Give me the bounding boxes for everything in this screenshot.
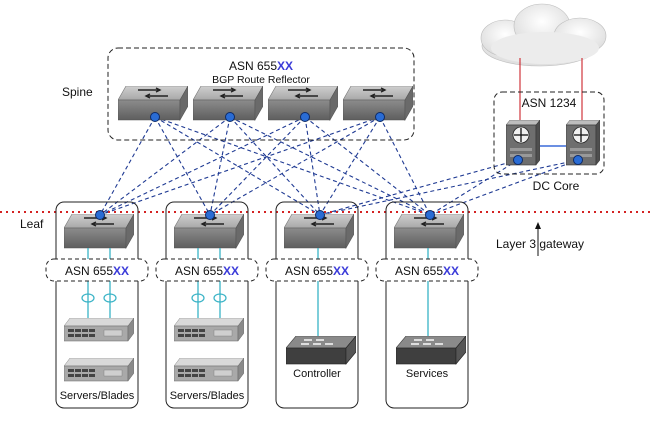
spine-port-dot [375,112,385,122]
spine-leaf-link [304,116,431,216]
core-leaf-link [319,159,519,216]
spine-leaf-link [154,116,321,216]
spine-boundary [107,47,415,141]
core-port-dot [513,155,523,165]
leaf-asn-prefix: ASN 655 [175,264,223,278]
spine-asn-suffix: XX [277,59,293,73]
spine-leaf-link [99,116,381,216]
dc-core-boundary [493,91,605,175]
leaf-asn-prefix: ASN 655 [285,264,333,278]
spine-role-label: BGP Route Reflector [212,74,310,86]
leaf-port-dot [315,210,325,220]
dc-core-label: DC Core [533,179,580,193]
controller-icon [286,336,356,365]
leaf-asn-suffix: XX [443,264,459,278]
lag-bundle-icon [103,293,117,303]
spine-leaf-link [99,116,231,216]
server-blade-icon [64,358,134,382]
leaf-asn-box [265,258,369,282]
lag-bundle-icon [81,293,95,303]
leaf-asn-box [155,258,259,282]
server-blade-icon [174,358,244,382]
leaf-asn-box [375,258,479,282]
leaf-rack-boundary [275,201,359,409]
leaf-group: Leaf ASN 655XX Servers/Blades ASN 655XX [0,201,650,409]
leaf-asn-box [45,258,149,282]
leaf-group-1: ASN 655XX Servers/Blades [45,201,149,409]
spine-leaf-link [154,116,211,216]
spine-leaf-link [209,116,231,216]
leaf-asn-suffix: XX [113,264,129,278]
core-router-icon [506,120,540,166]
lag-bundle-icon [191,293,205,303]
spine-leaf-link [304,116,321,216]
spine-port-dot [300,112,310,122]
spine-leaf-link [229,116,321,216]
gateway-arrow-head-icon [535,222,541,229]
spine-leaf-link [319,116,381,216]
leaf-asn-prefix: ASN 655 [65,264,113,278]
leaf-asn: ASN 655XX [285,264,349,278]
leaf-asn: ASN 655XX [395,264,459,278]
leaf-port-dot [425,210,435,220]
leaf-group-2: ASN 655XX Servers/Blades [155,201,259,409]
spine-leaf-link [379,116,431,216]
server-blade-icon [64,318,134,342]
server-blade-icon [174,318,244,342]
dots-layer [95,112,583,220]
leaf-group-3: ASN 655XX Controller [265,201,369,409]
leaf-group-4: ASN 655XX Services [375,201,479,409]
spine-group: Spine ASN 655XX BGP Route Reflector [62,47,415,141]
leaf-rack-boundary [55,201,139,409]
gateway-label: Layer 3 gateway [496,237,584,251]
leaf-asn: ASN 655XX [175,264,239,278]
spine-port-dot [150,112,160,122]
leaf-label: Leaf [20,217,44,231]
spine-leaf-link [99,116,306,216]
dc-core-group: ASN 1234 DC Core [480,3,607,193]
lag-bundle-icon [213,293,227,303]
spine-leaf-link [229,116,431,216]
leaf-caption: Servers/Blades [60,390,135,402]
leaf-rack-boundary [165,201,249,409]
leaf-asn: ASN 655XX [65,264,129,278]
leaf-caption: Servers/Blades [170,390,245,402]
spine-leaf-link [209,116,306,216]
core-leaf-link [429,159,579,216]
gateway-annotation: Layer 3 gateway [496,222,584,256]
core-leaf-link [429,159,519,216]
spine-asn: ASN 655XX [229,59,293,73]
leaf-caption: Controller [293,368,341,380]
spine-label: Spine [62,85,93,99]
leaf-rack-boundary [385,201,469,409]
services-appliance-icon [396,336,466,365]
leaf-asn-prefix: ASN 655 [395,264,443,278]
core-port-dot [573,155,583,165]
spine-leaf-link [154,116,431,216]
links-layer [99,116,579,216]
leaf-asn-suffix: XX [333,264,349,278]
cloud-icon [480,3,607,67]
core-router-icon [566,120,600,166]
leaf-port-dot [205,210,215,220]
spine-asn-prefix: ASN 655 [229,59,277,73]
leaf-caption: Services [406,368,449,380]
spine-leaf-link [209,116,381,216]
spine-port-dot [225,112,235,122]
leaf-asn-suffix: XX [223,264,239,278]
core-asn: ASN 1234 [522,96,577,110]
leaf-port-dot [95,210,105,220]
spine-leaf-link [99,116,156,216]
core-leaf-link [319,159,579,216]
